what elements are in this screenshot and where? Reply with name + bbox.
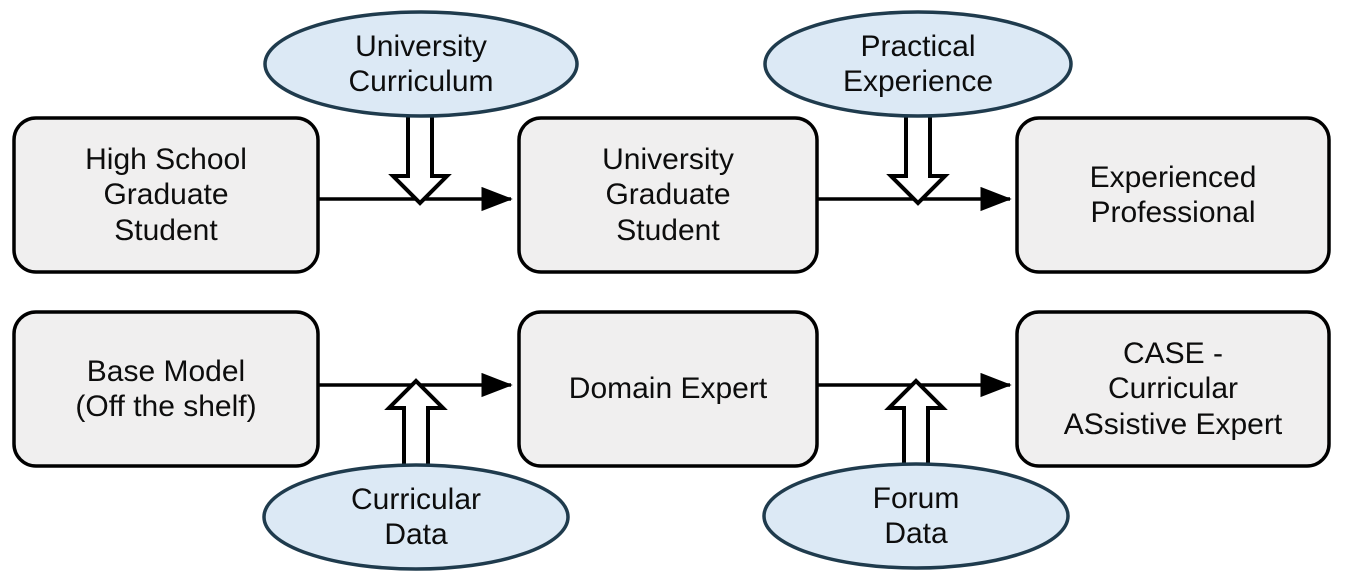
node-domain-expert[interactable] bbox=[517, 310, 819, 468]
source-university-curriculum[interactable] bbox=[263, 10, 579, 118]
node-base-model[interactable] bbox=[12, 310, 320, 468]
source-forum-data[interactable] bbox=[762, 462, 1070, 570]
block-arrow-practical-experience-down bbox=[886, 106, 950, 206]
block-arrow-university-curriculum-down bbox=[388, 106, 452, 206]
block-arrow-curricular-data-up bbox=[384, 378, 448, 479]
node-case-expert[interactable] bbox=[1015, 310, 1331, 468]
source-curricular-data[interactable] bbox=[262, 463, 570, 571]
node-high-school-graduate-student[interactable] bbox=[12, 116, 320, 274]
node-university-graduate-student[interactable] bbox=[517, 116, 819, 274]
node-experienced-professional[interactable] bbox=[1015, 116, 1331, 274]
source-practical-experience[interactable] bbox=[763, 10, 1073, 118]
